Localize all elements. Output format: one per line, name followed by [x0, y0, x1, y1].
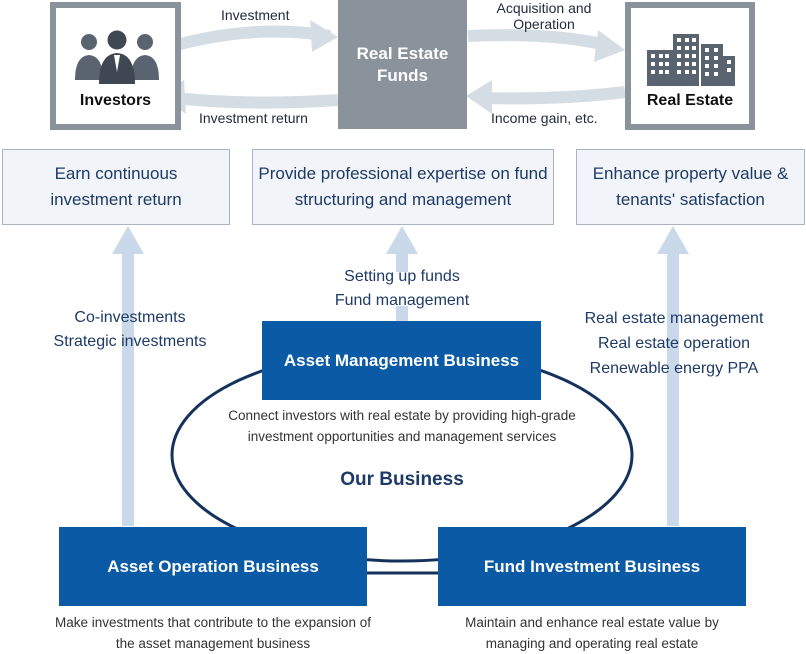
investors-box: Investors: [50, 2, 181, 130]
outcome-professional-expertise-text: Provide professional expertise on fund s…: [258, 164, 548, 209]
arrow-income: [481, 86, 626, 105]
asset-operation-business-title: Asset Operation Business: [107, 556, 319, 576]
outcome-investment-return: Earn continuous investment return: [2, 149, 230, 225]
fund-investment-description: Maintain and enhance real estate value b…: [465, 615, 719, 651]
arrow-investment-head: [310, 20, 338, 52]
real-estate-box: Real Estate: [625, 2, 755, 130]
center-activity-list: Setting up funds Fund management: [302, 265, 502, 313]
left-activity-list: Co-investments Strategic investments: [30, 306, 230, 354]
real-estate-funds-label: Real Estate Funds: [356, 43, 449, 85]
arrow-acquisition: [467, 29, 612, 52]
arrow-acquisition-head: [594, 30, 625, 62]
our-business-label: Our Business: [340, 469, 464, 490]
activity-co-investments: Co-investments: [74, 309, 186, 326]
label-investment: Investment: [221, 7, 290, 23]
arrow-center-head: [386, 226, 418, 254]
arrow-right-head: [657, 226, 689, 254]
real-estate-funds-box: Real Estate Funds: [338, 0, 467, 129]
asset-operation-business-box: Asset Operation Business: [59, 527, 367, 606]
fund-investment-business-title: Fund Investment Business: [483, 556, 701, 576]
outcome-professional-expertise: Provide professional expertise on fund s…: [252, 149, 554, 225]
activity-real-estate-operation: Real estate operation: [597, 335, 751, 352]
outcome-property-value-text: Enhance property value & tenants' satisf…: [592, 164, 789, 209]
activity-fund-management: Fund management: [334, 292, 470, 309]
buildings-icon: [647, 34, 735, 86]
investors-label: Investors: [79, 92, 152, 109]
arrow-investment-return: [174, 92, 339, 109]
activity-setting-up-funds: Setting up funds: [344, 268, 460, 285]
asset-management-description: Connect investors with real estate by pr…: [228, 408, 576, 444]
asset-management-business-box: Asset Management Business: [262, 321, 541, 400]
real-estate-label: Real Estate: [646, 92, 734, 109]
arrow-center-shaft: [396, 250, 408, 272]
asset-management-business-title: Asset Management Business: [283, 350, 520, 370]
outcome-property-value: Enhance property value & tenants' satisf…: [576, 149, 805, 225]
arrow-left-shaft: [122, 250, 134, 526]
people-group-icon: [75, 30, 159, 84]
asset-operation-description: Make investments that contribute to the …: [55, 615, 371, 651]
activity-strategic-investments: Strategic investments: [53, 333, 207, 350]
arrow-income-head: [466, 80, 492, 114]
activity-real-estate-management: Real estate management: [584, 310, 764, 327]
fund-investment-business-box: Fund Investment Business: [438, 527, 746, 606]
arrow-left-head: [112, 226, 144, 254]
label-income-gain: Income gain, etc.: [491, 110, 598, 126]
arrow-right-shaft: [667, 250, 679, 526]
label-investment-return: Investment return: [199, 110, 308, 126]
label-acquisition: Acquisition and Operation: [496, 0, 592, 32]
outcome-investment-return-text: Earn continuous investment return: [50, 164, 182, 209]
right-activity-list: Real estate management Real estate opera…: [564, 306, 784, 381]
activity-renewable-energy-ppa: Renewable energy PPA: [589, 360, 759, 377]
arrow-center-shaft-lower: [396, 306, 408, 321]
